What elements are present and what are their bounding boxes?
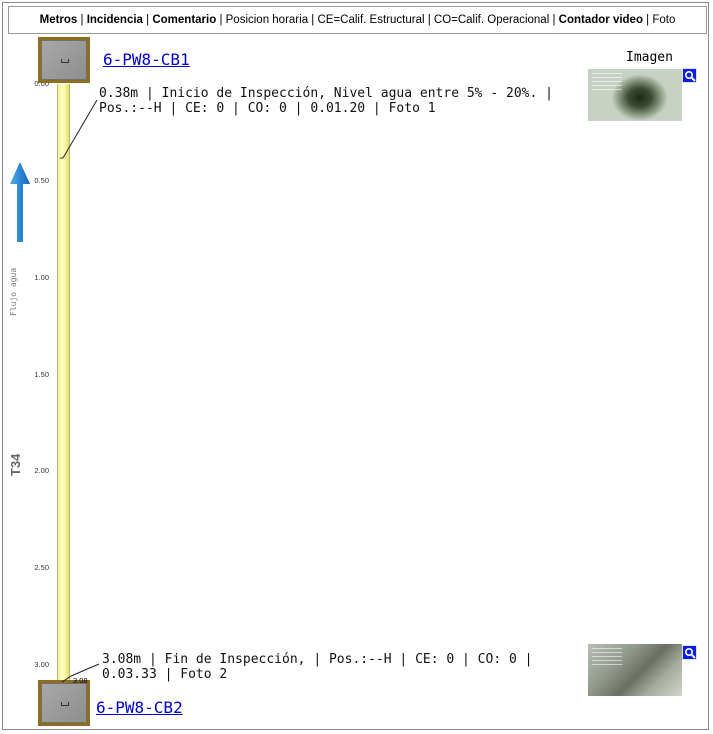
legend-comentario: Comentario (152, 14, 217, 26)
arrow-up-icon (10, 162, 30, 242)
legend-sep: | (77, 14, 87, 26)
scale-tick: 3.00 (34, 660, 49, 669)
photo-overlay-text (592, 73, 622, 91)
manhole-end[interactable] (38, 680, 90, 726)
legend-sep: | (142, 14, 153, 26)
photo-thumbnail-2[interactable] (588, 644, 682, 696)
manhole-cover (41, 40, 87, 80)
manhole-start[interactable] (38, 37, 90, 83)
observation-line: 0.38m | Inicio de Inspección, Nivel agua… (99, 86, 553, 101)
scale-tick: 1.00 (34, 273, 49, 282)
scale-tick: 1.50 (34, 370, 49, 379)
magnifier-icon[interactable] (682, 68, 697, 83)
images-header: Imagen (626, 50, 673, 65)
scale-tick: 0.00 (34, 79, 49, 88)
scale-tick: 2.00 (34, 466, 49, 475)
legend-incidencia: Incidencia (86, 14, 143, 26)
observation-line: Pos.:--H | CE: 0 | CO: 0 | 0.01.20 | Fot… (99, 101, 436, 116)
pipe-segment (57, 84, 70, 684)
photo-thumbnail-1[interactable] (588, 69, 682, 121)
end-distance: 3.08 (73, 676, 88, 685)
observation-2: 3.08m | Fin de Inspección, | Pos.:--H | … (102, 652, 532, 682)
observation-1: 0.38m | Inicio de Inspección, Nivel agua… (99, 86, 553, 116)
scale-tick: 0.50 (34, 176, 49, 185)
manhole-mark-icon (61, 59, 69, 63)
legend-foto: | Foto (642, 14, 676, 26)
manhole-mark-icon (61, 702, 69, 706)
magnifier-icon[interactable] (682, 645, 697, 660)
node-start-link[interactable]: 6-PW8-CB1 (103, 50, 190, 69)
manhole-cover (41, 683, 87, 723)
legend-metros: Metros (39, 14, 78, 26)
legend-contador: Contador video (558, 14, 643, 26)
legend-fields: | Posicion horaria | CE=Calif. Estructur… (216, 14, 559, 26)
photo-overlay-text (592, 648, 622, 666)
scale-tick: 2.50 (34, 563, 49, 572)
observation-line: 0.03.33 | Foto 2 (102, 667, 228, 682)
legend-bar: Metros | Incidencia | Comentario | Posic… (8, 6, 707, 34)
node-end-link[interactable]: 6-PW8-CB2 (96, 698, 183, 717)
observation-line: 3.08m | Fin de Inspección, | Pos.:--H | … (102, 652, 533, 667)
